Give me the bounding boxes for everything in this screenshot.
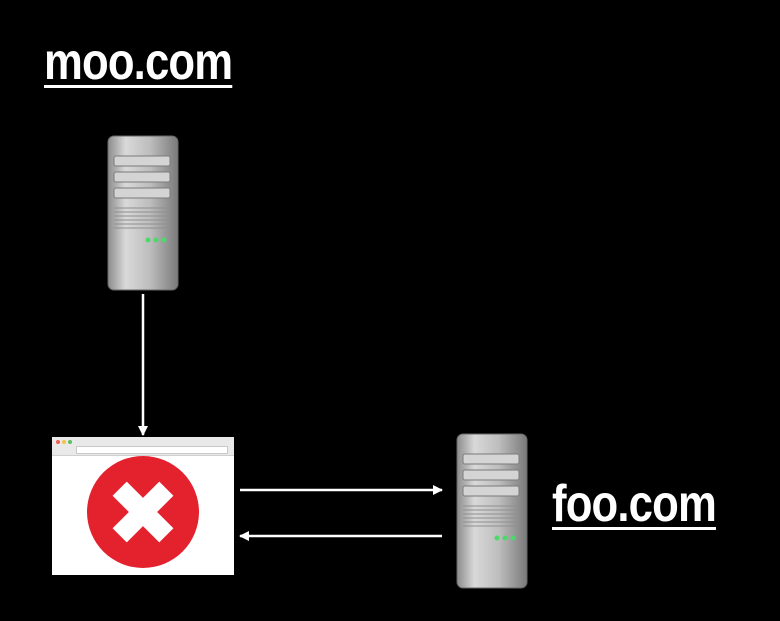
- foo-domain-label: foo.com: [552, 475, 717, 533]
- error-x-icon: [87, 456, 199, 568]
- moo-server-icon: [107, 135, 179, 291]
- close-dot-icon: [56, 440, 60, 444]
- maximize-dot-icon: [68, 440, 72, 444]
- foo-server-icon: [456, 433, 528, 589]
- browser-window-icon: [52, 437, 234, 575]
- minimize-dot-icon: [62, 440, 66, 444]
- browser-toolbar: [52, 437, 234, 456]
- moo-domain-label: moo.com: [44, 33, 233, 91]
- address-bar: [76, 446, 228, 454]
